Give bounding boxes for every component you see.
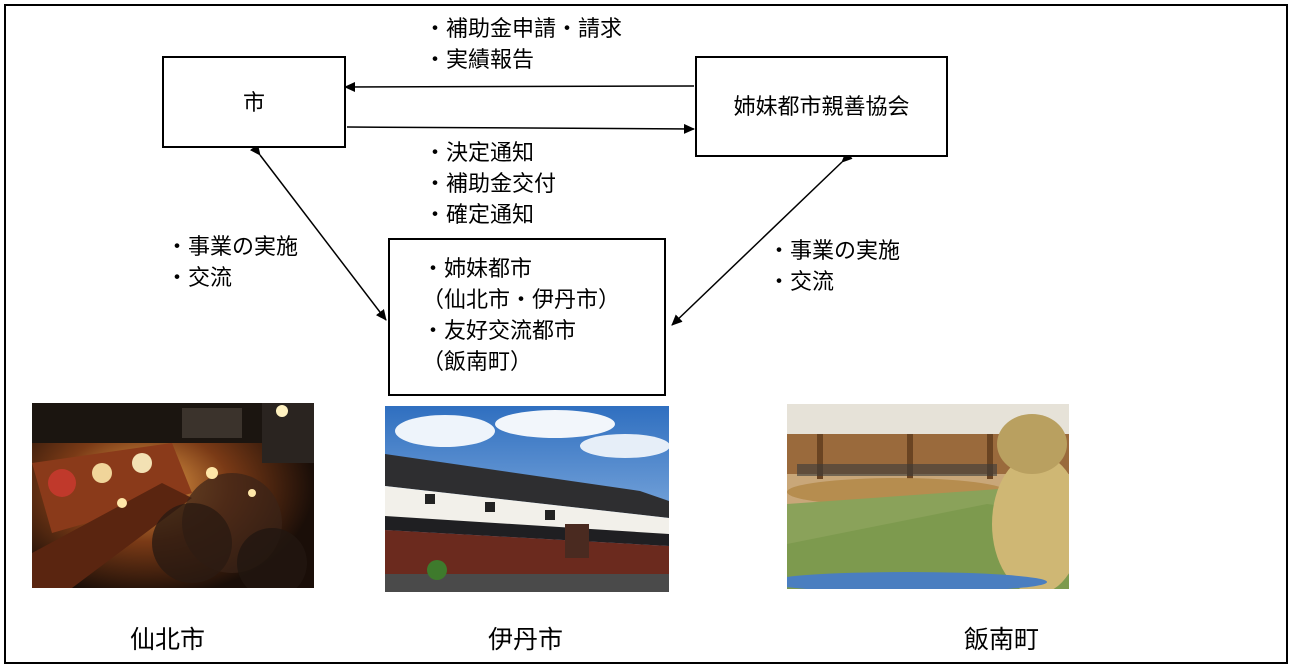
arrow-association-to-city bbox=[344, 81, 695, 92]
label-to-city: ・補助金申請・請求 ・実績報告 bbox=[424, 14, 622, 76]
caption-itami: 伊丹市 bbox=[488, 625, 564, 654]
partners-line-1: ・姉妹都市 bbox=[422, 257, 533, 282]
association-label: 姉妹都市親善協会 bbox=[733, 95, 910, 120]
label-to-association-line-2: ・補助金交付 bbox=[424, 172, 557, 197]
label-to-association-line-3: ・確定通知 bbox=[424, 203, 535, 228]
city-box: 市 bbox=[162, 56, 346, 148]
city-label: 市 bbox=[242, 91, 265, 116]
arrow-association-partners bbox=[671, 151, 853, 326]
partners-label: ・姉妹都市 （仙北市・伊丹市） ・友好交流都市 （飯南町） bbox=[422, 254, 620, 378]
label-city-partners-line-1: ・事業の実施 bbox=[166, 235, 299, 260]
label-association-partners-line-1: ・事業の実施 bbox=[768, 239, 901, 264]
partners-line-2: （仙北市・伊丹市） bbox=[422, 288, 621, 313]
label-association-partners-line-2: ・交流 bbox=[768, 270, 835, 295]
photo-itami bbox=[385, 406, 669, 592]
label-to-city-line-1: ・補助金申請・請求 bbox=[424, 17, 623, 42]
label-to-association-line-1: ・決定通知 bbox=[424, 141, 535, 166]
partners-line-4: （飯南町） bbox=[422, 350, 533, 375]
arrow-city-partners bbox=[249, 144, 387, 321]
caption-iinan: 飯南町 bbox=[964, 625, 1040, 654]
partners-line-3: ・友好交流都市 bbox=[422, 319, 577, 344]
arrow-city-to-association bbox=[346, 123, 695, 134]
label-to-city-line-2: ・実績報告 bbox=[424, 48, 535, 73]
label-association-partners: ・事業の実施 ・交流 bbox=[768, 236, 900, 298]
label-city-partners-line-2: ・交流 bbox=[166, 266, 233, 291]
diagram-frame bbox=[4, 4, 1288, 664]
photo-senboku bbox=[32, 403, 314, 588]
association-box: 姉妹都市親善協会 bbox=[695, 56, 948, 157]
caption-senboku: 仙北市 bbox=[130, 625, 206, 654]
photo-iinan bbox=[787, 404, 1069, 589]
label-to-association: ・決定通知 ・補助金交付 ・確定通知 bbox=[424, 138, 556, 231]
partners-box: ・姉妹都市 （仙北市・伊丹市） ・友好交流都市 （飯南町） bbox=[388, 238, 666, 396]
label-city-partners: ・事業の実施 ・交流 bbox=[166, 232, 298, 294]
